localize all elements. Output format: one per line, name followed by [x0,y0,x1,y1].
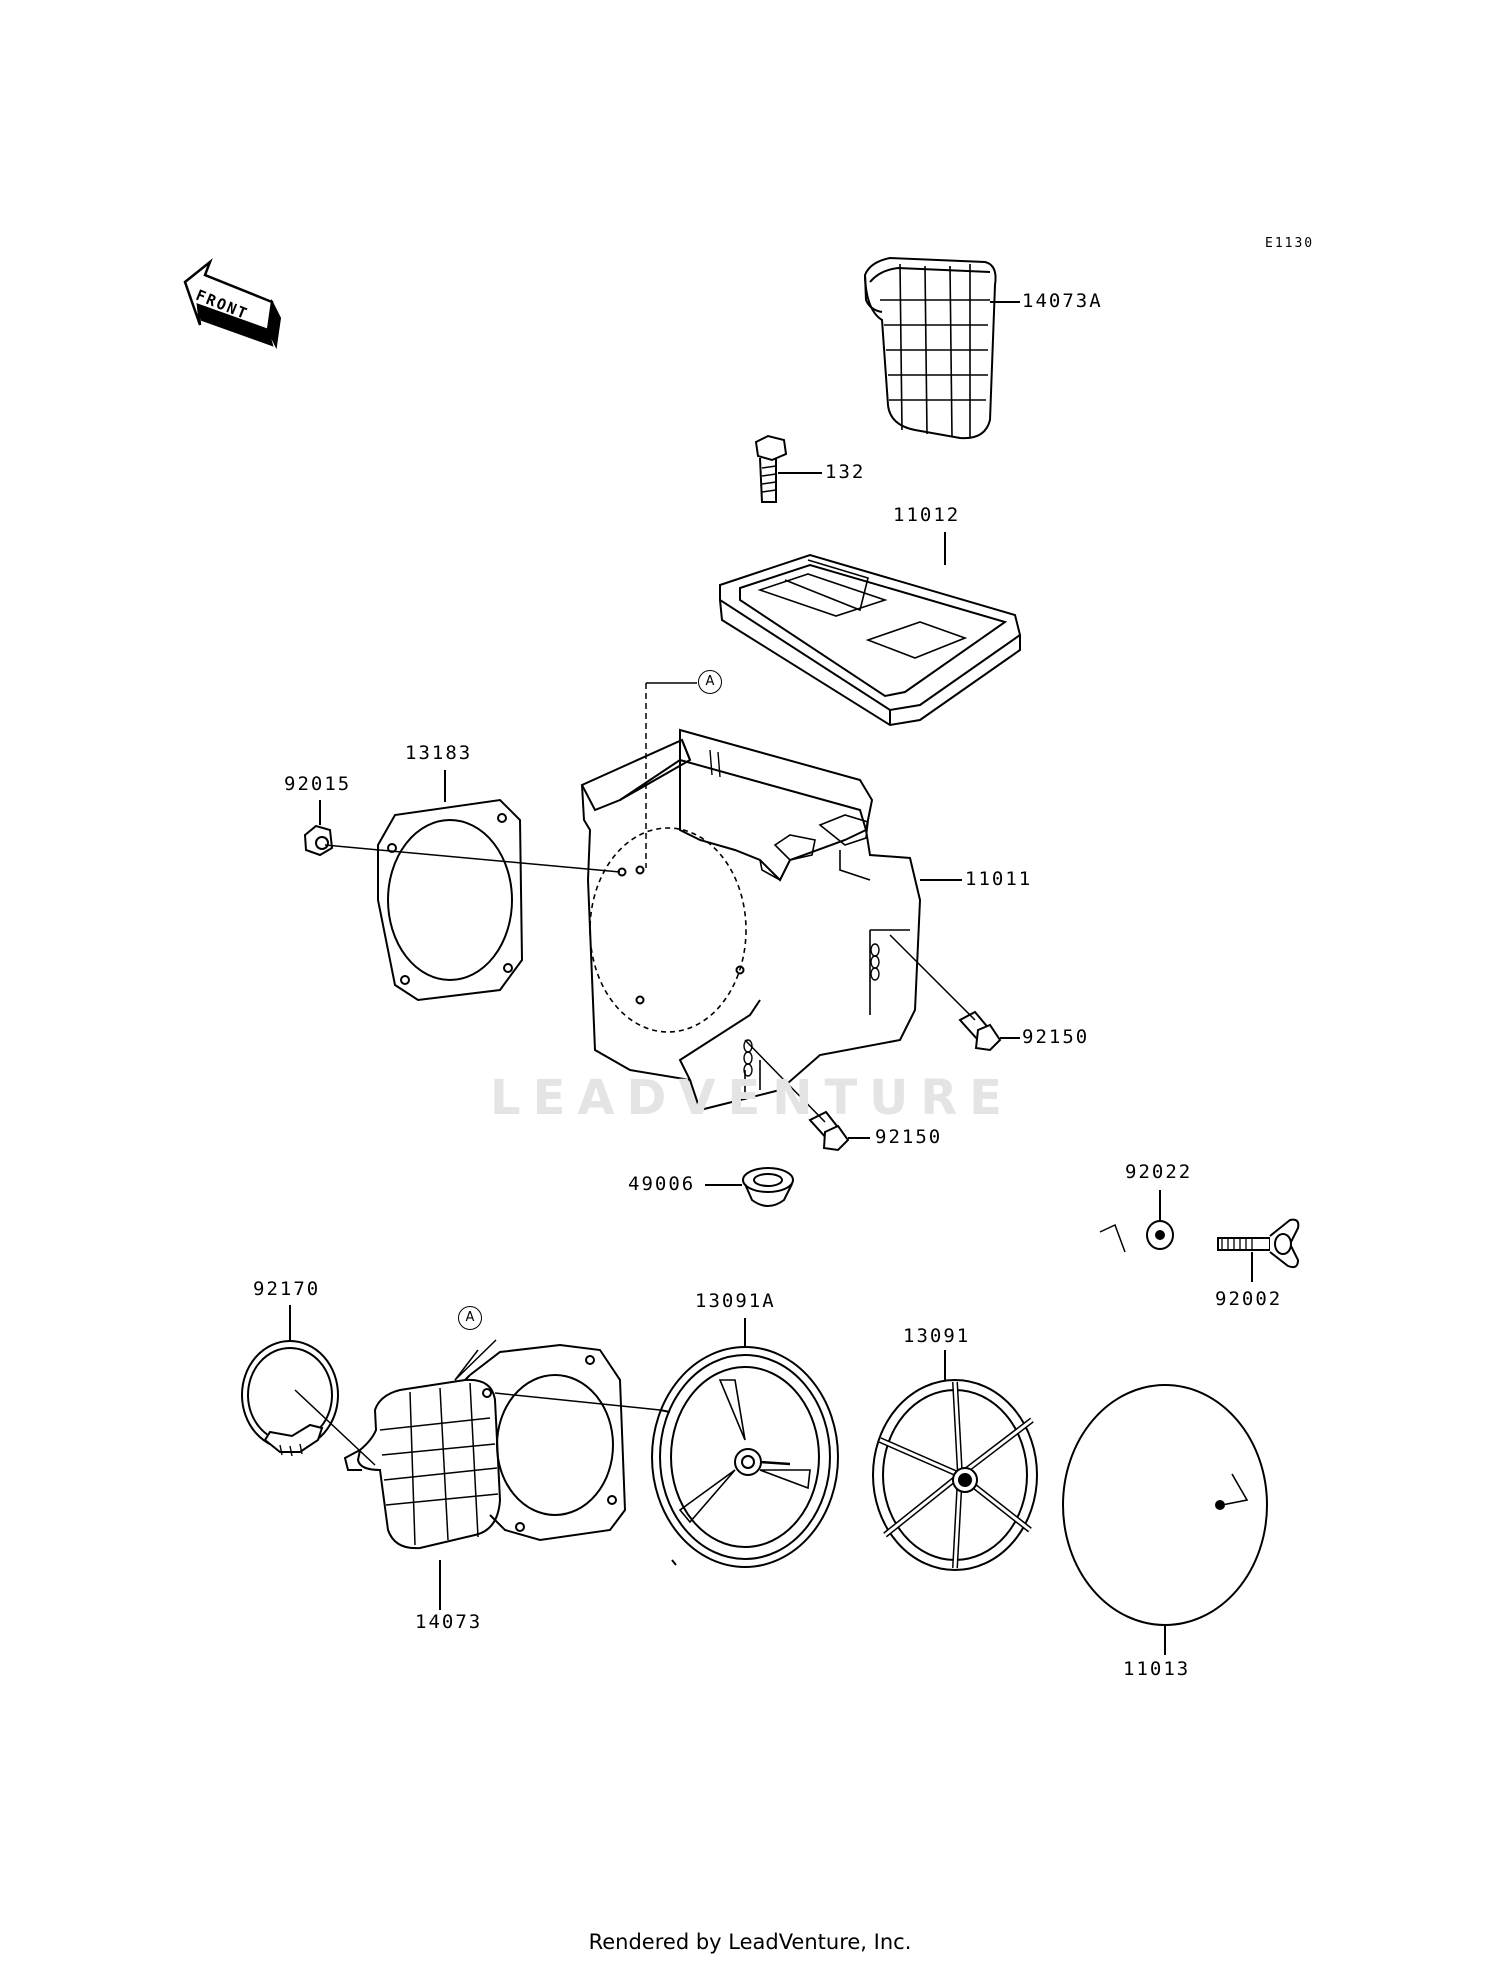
leader-92150-right-link [889,934,976,1021]
footer-credit: Rendered by LeadVenture, Inc. [588,1930,912,1954]
leader-a-bottom-1 [454,1339,497,1381]
wingbolt-92002-part [1217,1218,1300,1269]
boot-14073-part [343,1343,627,1550]
airbox-11011-part [580,728,922,1112]
part-label-14073a: 14073A [1022,290,1103,312]
part-label-92022: 92022 [1125,1161,1193,1183]
part-label-92002: 92002 [1215,1288,1283,1310]
leader-92015-bolt [324,844,621,873]
tray-11012-part [719,553,1022,727]
watermark: LEADVENTURE [490,1070,1014,1126]
leader-a-bottom-2 [454,1349,479,1381]
filter-11013-part [1062,1384,1268,1626]
part-label-92015: 92015 [284,773,352,795]
front-arrow-icon [183,258,282,350]
part-label-14073: 14073 [415,1611,483,1633]
leader-92022-ref [1099,1223,1126,1253]
gasket-13183-part [377,798,524,1002]
part-label-13183: 13183 [405,742,473,764]
duct-14073a-part [863,256,997,440]
callout-a-top: A [698,670,722,694]
grommet-49006-part [742,1167,794,1207]
part-label-92170: 92170 [253,1278,321,1300]
clamp-92170-part [241,1340,339,1457]
leader-92150-bottom-link [744,1039,826,1123]
cage-13091-part [872,1379,1038,1571]
part-label-11011: 11011 [965,868,1033,890]
leader-14073-link [494,1392,661,1411]
part-label-132: 132 [825,461,866,483]
washer-92022-part [1146,1220,1174,1250]
part-label-92150-bottom: 92150 [875,1126,943,1148]
callout-a-bottom: A [458,1306,482,1330]
part-label-13091a: 13091A [695,1290,776,1312]
bolt-132-part [754,434,788,503]
part-label-11013: 11013 [1123,1658,1191,1680]
part-label-49006: 49006 [628,1173,696,1195]
part-label-92150-right: 92150 [1022,1026,1090,1048]
bolt-92150-right-part [958,1010,1002,1052]
part-label-13091: 13091 [903,1325,971,1347]
part-label-11012: 11012 [893,504,961,526]
diagram-code: E1130 [1265,236,1315,251]
bolt-92150-bottom-part [808,1110,850,1152]
nut-92015-part [303,824,334,857]
holder-13091a-part [651,1346,839,1568]
leader-92170-link [294,1389,376,1466]
